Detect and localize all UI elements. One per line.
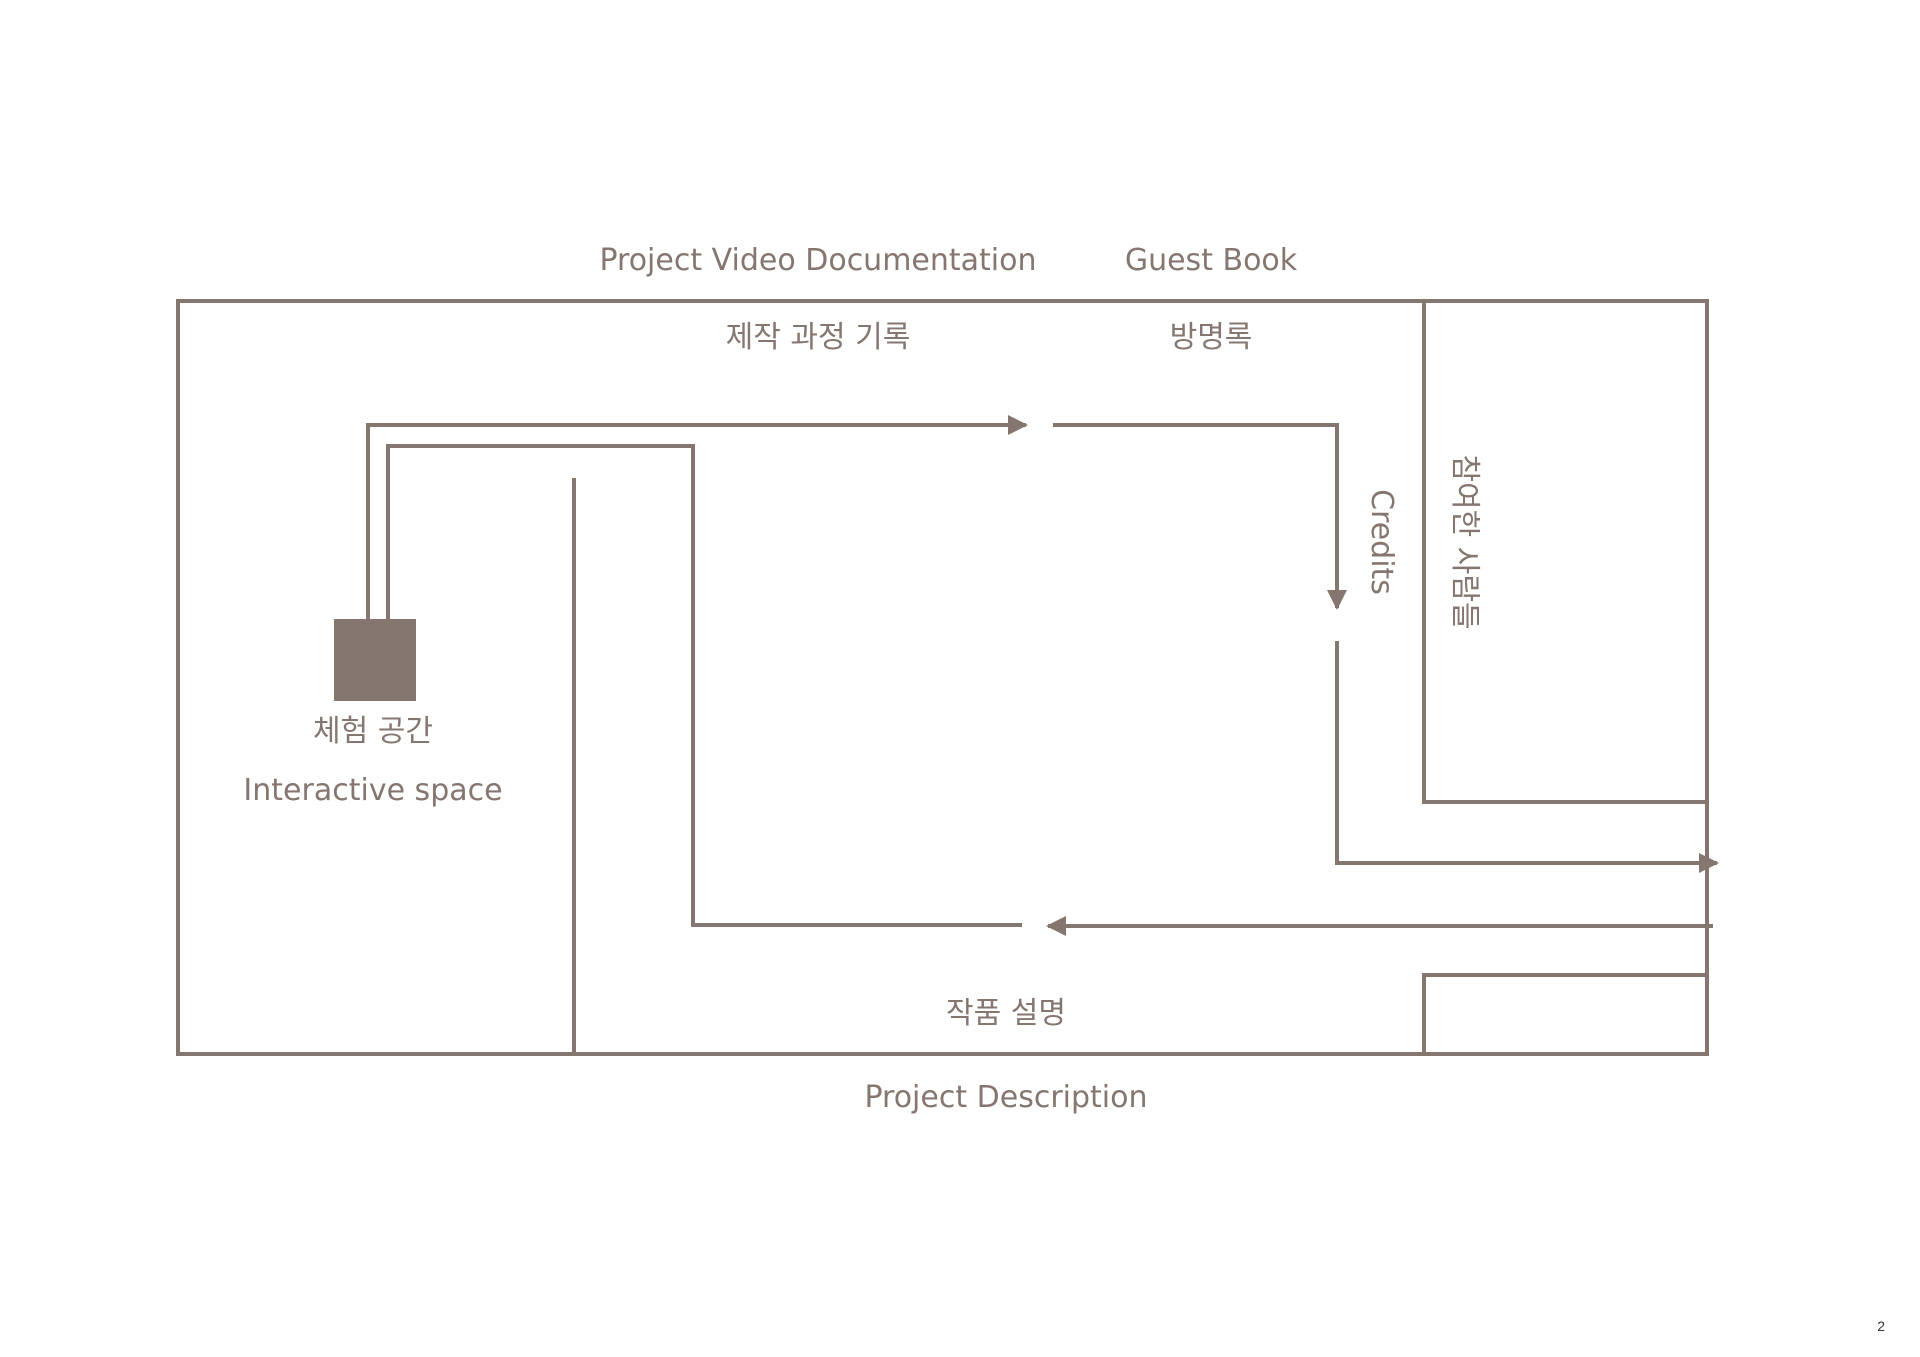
interactive-space-label-ko: 체험 공간 bbox=[313, 714, 433, 749]
video-documentation-label-ko: 제작 과정 기록 bbox=[726, 320, 911, 355]
path-to-video-documentation bbox=[366, 415, 1028, 620]
guest-book-label-ko: 방명록 bbox=[1170, 320, 1253, 355]
path-inner-to-description bbox=[386, 444, 1022, 927]
project-description-label-en: Project Description bbox=[864, 1080, 1147, 1115]
guest-book-label-en: Guest Book bbox=[1125, 243, 1298, 278]
path-to-credits bbox=[1053, 423, 1347, 610]
interactive-space-label-en: Interactive space bbox=[243, 773, 502, 808]
page-number: 2 bbox=[1877, 1318, 1885, 1334]
credits-label-en: Credits bbox=[1364, 489, 1399, 595]
path-to-exit bbox=[1335, 641, 1719, 873]
video-documentation-label-en: Project Video Documentation bbox=[599, 243, 1036, 278]
credits-room bbox=[1422, 299, 1709, 804]
credits-label-ko: 참여한 사람들 bbox=[1447, 454, 1482, 629]
interactive-space-box bbox=[334, 619, 416, 701]
small-room bbox=[1422, 973, 1709, 1056]
project-description-label-ko: 작품 설명 bbox=[946, 996, 1066, 1031]
